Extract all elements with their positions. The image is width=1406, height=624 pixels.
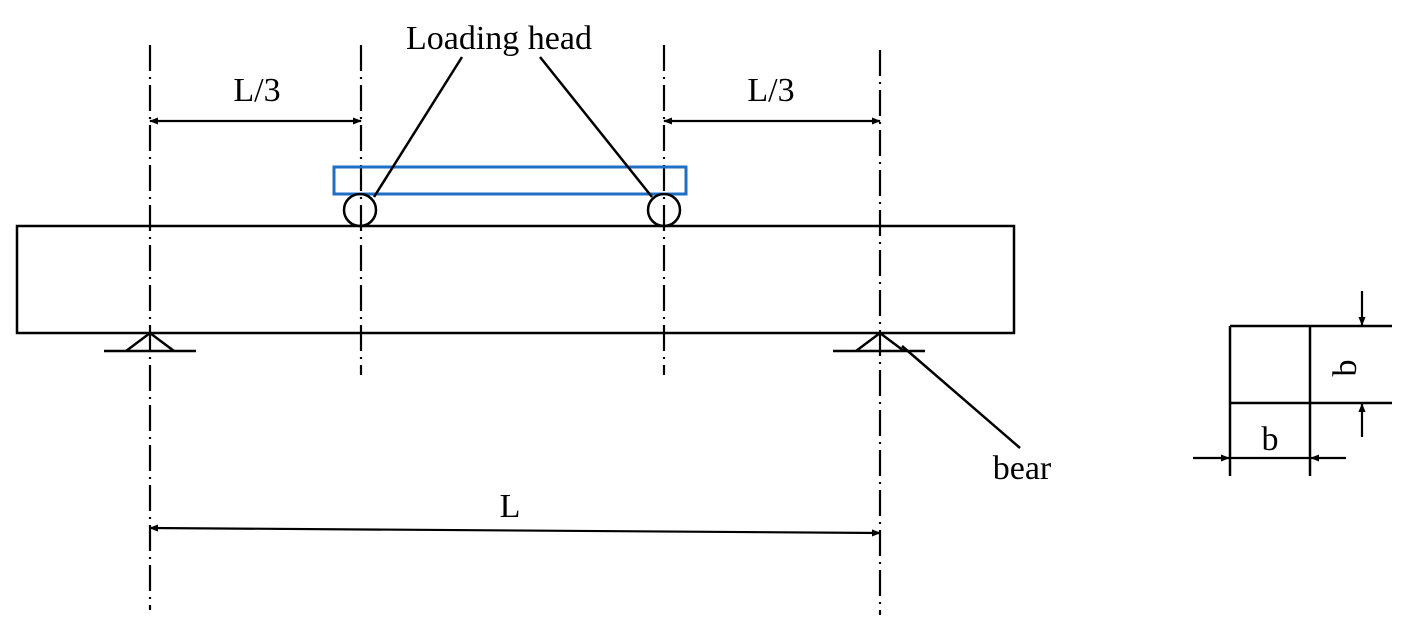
cross-section [1228,324,1392,476]
bear-leader [901,345,1021,449]
section-width-label: b [1262,421,1279,458]
loading-head-frame [332,165,688,196]
loading-head-leader-right [539,56,653,198]
bear-label: bear [993,450,1052,487]
loading-head-leader-left [372,56,464,198]
loading-head-label: Loading head [406,20,592,57]
left-loading-roller [342,192,378,228]
span-dimension [149,524,881,537]
beam [15,224,1016,335]
span-label: L [500,488,521,525]
right-third-label: L/3 [747,72,794,109]
section-height-label: b [1327,360,1364,377]
right-loading-roller [646,192,682,228]
left-support [104,331,196,353]
left-third-label: L/3 [233,72,280,109]
